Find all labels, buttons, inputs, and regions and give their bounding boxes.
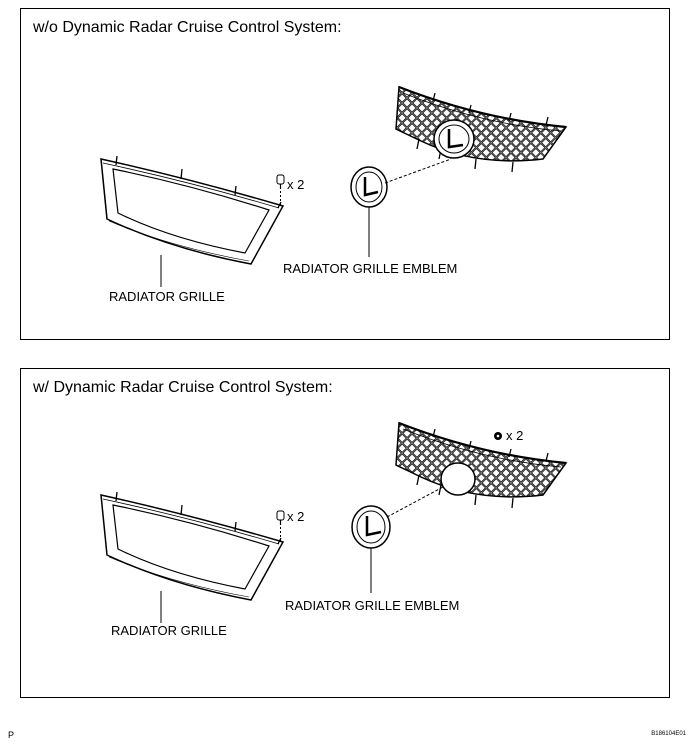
panel-without-radar-cruise: w/o Dynamic Radar Cruise Control System: (20, 8, 670, 340)
upper-grille-mesh-part (395, 421, 568, 509)
figure-id: B186104E01 (651, 731, 686, 737)
emblem-label: RADIATOR GRILLE EMBLEM (283, 261, 458, 276)
nut-quantity: x 2 (506, 428, 524, 443)
emblem-part (350, 166, 388, 208)
clip-quantity: x 2 (287, 177, 305, 192)
nut-part (494, 432, 502, 440)
emblem-part (351, 505, 391, 549)
clip-part (276, 174, 285, 207)
panel-title: w/ Dynamic Radar Cruise Control System: (33, 379, 333, 396)
radiator-grille-part (100, 155, 285, 265)
parts-illustration (100, 85, 568, 287)
emblem-label: RADIATOR GRILLE EMBLEM (285, 598, 460, 613)
footer-left-code: P (8, 730, 15, 740)
parts-illustration (100, 421, 568, 623)
grille-label: RADIATOR GRILLE (111, 623, 227, 638)
panel-with-radar-cruise: w/ Dynamic Radar Cruise Control System: (20, 368, 670, 698)
upper-grille-mesh-part (395, 85, 568, 173)
radiator-grille-part (100, 491, 285, 601)
clip-quantity: x 2 (287, 509, 305, 524)
clip-part (276, 510, 285, 543)
emblem-dash-line (384, 158, 452, 184)
grille-label: RADIATOR GRILLE (109, 289, 225, 304)
panel-title: w/o Dynamic Radar Cruise Control System: (33, 19, 342, 36)
emblem-dash-line (386, 486, 444, 518)
